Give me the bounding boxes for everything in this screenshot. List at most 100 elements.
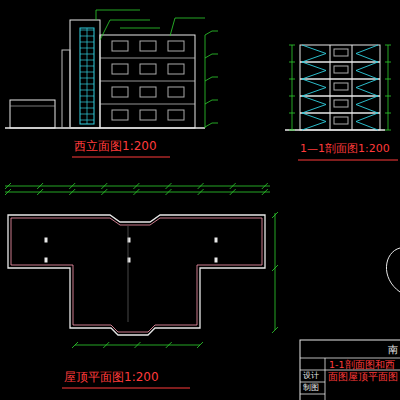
title-block-rule — [325, 358, 326, 400]
stair-flight — [356, 79, 378, 96]
stair-flight — [302, 62, 326, 79]
level-mark — [205, 123, 218, 127]
dimension-tick — [385, 79, 391, 80]
dimension-tick — [289, 113, 295, 114]
roof-drain — [215, 238, 217, 242]
dimension-tick — [37, 189, 43, 195]
level-line — [205, 35, 206, 128]
dimension-tick — [166, 189, 172, 195]
stair-flight — [302, 113, 326, 130]
north-arrow — [386, 248, 400, 292]
dimension-tick — [385, 45, 391, 46]
window — [168, 41, 184, 51]
ridge-line — [128, 226, 129, 322]
dimension-line — [275, 213, 276, 330]
building-body — [100, 35, 195, 128]
dimension-tick — [272, 212, 278, 218]
floor-line — [100, 58, 195, 59]
level-mark — [205, 77, 218, 81]
stair-flight — [302, 96, 326, 113]
dimension-tick — [289, 79, 295, 80]
dimension-tick — [198, 189, 204, 195]
dimension-tick — [133, 183, 139, 189]
leader-line — [175, 18, 205, 19]
dimension-line — [292, 45, 293, 130]
side-wall — [62, 50, 70, 128]
leader-line — [120, 28, 160, 29]
leader-line — [96, 10, 97, 20]
title-underline — [62, 388, 190, 389]
window — [112, 87, 128, 97]
annex-cornice — [10, 106, 55, 107]
section-wall — [330, 45, 331, 130]
window — [112, 64, 128, 74]
stair-flight — [356, 113, 378, 130]
dimension-tick — [69, 183, 75, 189]
dimension-line — [5, 192, 270, 193]
dimension-tick — [133, 189, 139, 195]
section-outline — [300, 45, 380, 130]
level-mark — [205, 31, 218, 35]
stair-flight — [302, 45, 326, 62]
title-underline — [72, 157, 170, 158]
view-title: 西立面图1:200 — [74, 140, 157, 153]
section-opening — [334, 49, 348, 56]
dimension-tick — [198, 183, 204, 189]
dimension-tick — [166, 183, 172, 189]
stair-flight — [302, 79, 326, 96]
dimension-tick — [385, 113, 391, 114]
dimension-tick — [166, 342, 172, 348]
floor-slab — [300, 95, 380, 97]
stair-flight — [356, 62, 378, 79]
dimension-tick — [5, 183, 11, 189]
dimension-tick — [101, 183, 107, 189]
floor-line — [100, 104, 195, 105]
window — [140, 87, 156, 97]
dimension-tick — [197, 342, 203, 348]
title-block-rule — [300, 358, 400, 359]
dimension-tick — [385, 130, 391, 131]
floor-slab — [300, 112, 380, 114]
roof-drain — [45, 238, 47, 242]
dimension-tick — [69, 189, 75, 195]
floor-slab — [300, 78, 380, 80]
dimension-tick — [385, 62, 391, 63]
dimension-tick — [5, 189, 11, 195]
window — [168, 110, 184, 120]
parapet-line — [11, 218, 262, 332]
section-opening — [334, 117, 348, 124]
title-block-rule — [300, 382, 325, 383]
stair-tower — [70, 20, 100, 128]
view-title: 1—1剖面图1:200 — [300, 143, 390, 155]
dimension-tick — [289, 45, 295, 46]
dimension-line — [5, 186, 270, 187]
dimension-tick — [289, 62, 295, 63]
title-block-rule — [300, 394, 325, 395]
dimension-tick — [101, 189, 107, 195]
leader-line — [100, 20, 110, 40]
window — [112, 41, 128, 51]
roof-outline — [8, 215, 265, 335]
low-annex — [10, 100, 55, 128]
section-opening — [334, 100, 348, 107]
dimension-tick — [135, 342, 141, 348]
floor-slab — [300, 61, 380, 63]
title-block — [300, 340, 400, 400]
dimension-tick — [103, 342, 109, 348]
level-mark — [205, 100, 218, 104]
view-title: 屋顶平面图1:200 — [64, 371, 159, 384]
dimension-tick — [72, 342, 78, 348]
drawing-name: 面图屋顶平面图 — [328, 372, 398, 382]
dimension-tick — [230, 189, 236, 195]
stair-flight — [356, 45, 378, 62]
dimension-tick — [37, 183, 43, 189]
leader-line — [96, 10, 140, 11]
title-underline — [298, 160, 398, 161]
dimension-tick — [230, 183, 236, 189]
leader-line — [110, 20, 150, 21]
roof-drain — [215, 258, 217, 262]
stair-glazing — [80, 28, 94, 124]
window — [168, 87, 184, 97]
